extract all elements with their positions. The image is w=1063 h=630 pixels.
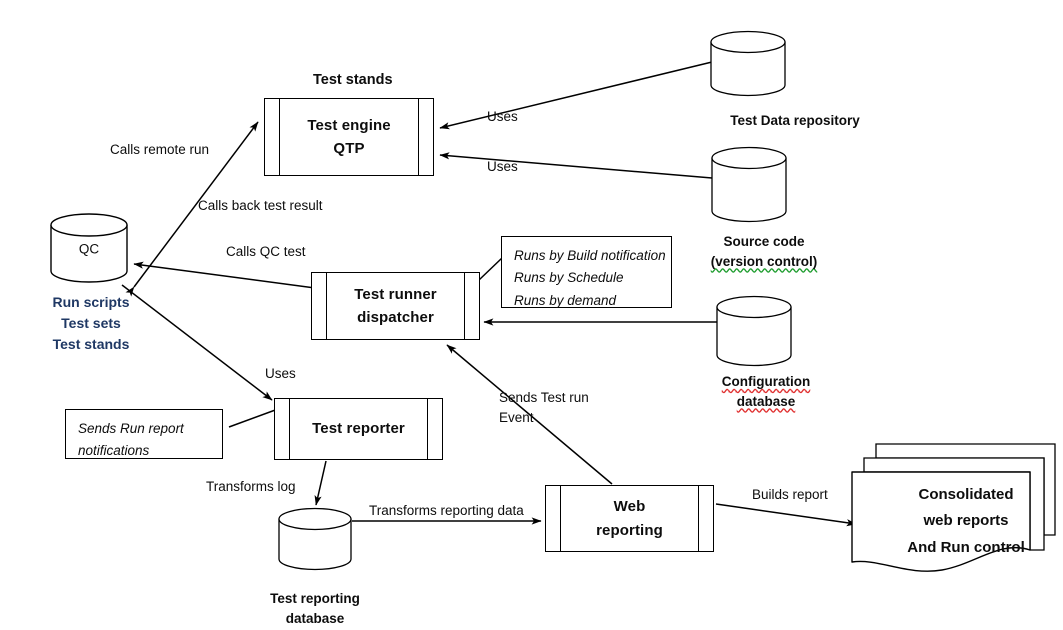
node-configuration-database[interactable] bbox=[716, 295, 792, 367]
leader-dispatcher-note bbox=[478, 257, 503, 281]
node-web-reporting-label: Web reporting bbox=[596, 498, 663, 539]
node-test-runner-dispatcher[interactable]: Test runner dispatcher bbox=[311, 272, 480, 340]
edge-label-calls-qc-test: Calls QC test bbox=[226, 244, 306, 259]
page-title: Test stands bbox=[313, 72, 393, 88]
node-test-reporting-database-label: Test reporting database bbox=[270, 591, 360, 626]
edge-label-calls-remote-run: Calls remote run bbox=[110, 142, 210, 157]
node-test-reporter[interactable]: Test reporter bbox=[274, 398, 443, 460]
edge-reporter-to-db bbox=[314, 460, 327, 506]
node-test-reporter-label: Test reporter bbox=[312, 420, 405, 438]
node-test-engine[interactable]: Test engine QTP bbox=[264, 98, 434, 176]
edge-label-calls-back-test-result: Calls back test result bbox=[198, 198, 323, 213]
edge-label-builds-report: Builds report bbox=[752, 487, 828, 502]
node-consolidated-reports[interactable]: Consolidated web reports And Run control bbox=[850, 440, 1056, 576]
edge-dispatcher-to-qc bbox=[133, 261, 331, 291]
edge-label-uses-reporter: Uses bbox=[265, 366, 296, 381]
note-dispatcher-triggers: Runs by Build notification Runs by Sched… bbox=[501, 236, 672, 308]
annotation-qc-contents: Run scripts Test sets Test stands bbox=[52, 294, 130, 352]
node-source-code-repository[interactable] bbox=[711, 146, 787, 223]
edge-label-sends-test-run-event: Sends Test run Event bbox=[499, 390, 589, 425]
edge-test-data-to-engine bbox=[439, 61, 713, 130]
node-qc-database[interactable]: QC bbox=[50, 213, 128, 283]
node-test-data-repository[interactable] bbox=[710, 30, 786, 97]
node-qc-database-label: QC bbox=[78, 241, 100, 257]
edge-label-uses-test-data: Uses bbox=[487, 109, 518, 124]
edge-webreporting-to-reports bbox=[715, 503, 857, 527]
edge-label-uses-source-code: Uses bbox=[487, 159, 518, 174]
edge-label-transforms-log: Transforms log bbox=[206, 479, 296, 494]
note-reporter-notifications: Sends Run report notifications bbox=[65, 409, 223, 459]
edge-label-transforms-reporting-data: Transforms reporting data bbox=[369, 503, 524, 518]
node-configuration-database-label: Configuration database bbox=[721, 374, 811, 409]
node-web-reporting[interactable]: Web reporting bbox=[545, 485, 714, 552]
edge-source-code-to-engine bbox=[439, 152, 713, 179]
node-test-data-repository-label: Test Data repository bbox=[730, 113, 860, 128]
node-test-engine-label: Test engine QTP bbox=[307, 116, 391, 157]
node-test-runner-dispatcher-label: Test runner dispatcher bbox=[354, 285, 437, 326]
node-consolidated-reports-label: Consolidated web reports And Run control bbox=[907, 486, 1025, 556]
leader-reporter-note bbox=[228, 408, 279, 428]
node-test-reporting-database[interactable] bbox=[278, 507, 352, 571]
node-source-code-label: Source code (version control) bbox=[710, 234, 818, 269]
